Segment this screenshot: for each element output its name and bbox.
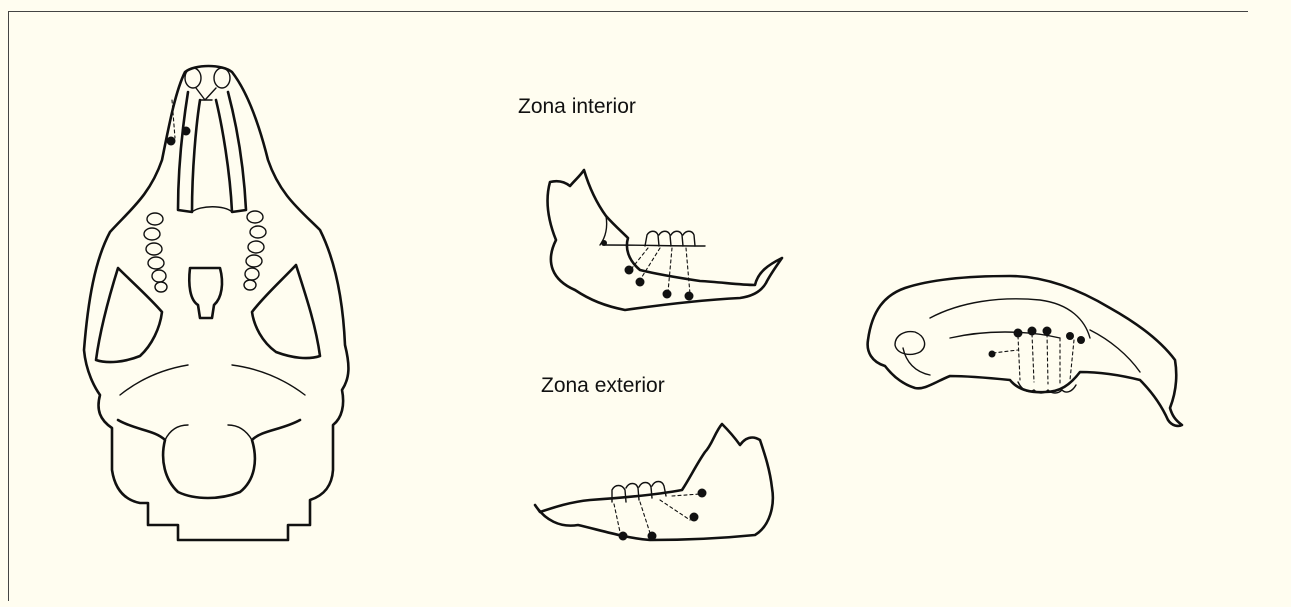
mandible-exterior-view (535, 424, 773, 541)
mandible-interior-view (548, 170, 782, 310)
skull-ventral-view (84, 66, 348, 540)
skull-lateral-view (868, 276, 1182, 426)
zona-interior-label: Zona interior (518, 95, 636, 119)
molar-row-right (244, 211, 266, 290)
molar-row-left (144, 213, 167, 292)
zona-exterior-label: Zona exterior (541, 374, 665, 398)
